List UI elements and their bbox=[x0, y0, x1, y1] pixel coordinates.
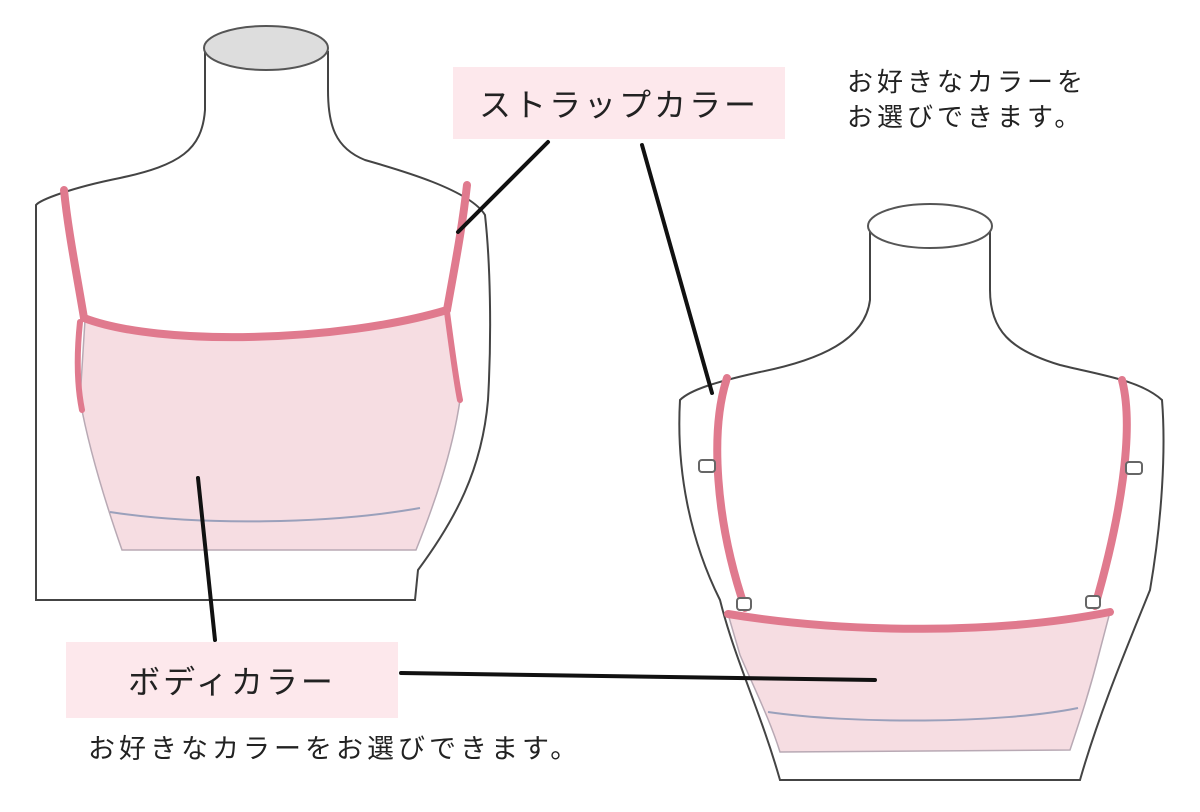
back-view-garment bbox=[698, 374, 1143, 753]
front-hem-seam bbox=[109, 507, 421, 523]
back-hem-seam bbox=[767, 707, 1079, 722]
front-neckline-trim bbox=[80, 306, 451, 342]
front-left-side-trim bbox=[74, 319, 85, 413]
front-neck-cap bbox=[203, 25, 329, 71]
front-left-strap bbox=[60, 186, 88, 322]
back-neck-cap bbox=[867, 203, 993, 249]
back-right-strap bbox=[1091, 376, 1131, 610]
note-top-line-1: お好きなカラーを bbox=[847, 68, 1088, 98]
front-body-panel bbox=[79, 311, 461, 551]
body-callout-line-back bbox=[399, 671, 877, 682]
front-view-garment bbox=[60, 181, 471, 551]
back-body-panel bbox=[726, 611, 1112, 753]
strap-color-label: ストラップカラー bbox=[453, 67, 785, 139]
strap-callout-line-front bbox=[456, 140, 550, 234]
back-left-strap bbox=[713, 374, 749, 612]
back-right-adjuster bbox=[1125, 461, 1143, 475]
body-callout-line-front bbox=[196, 476, 217, 642]
strap-callout-line-back bbox=[640, 143, 714, 395]
back-left-adjuster bbox=[698, 459, 716, 473]
back-left-hook bbox=[736, 597, 752, 611]
body-color-label: ボディカラー bbox=[66, 642, 398, 718]
note-top-line-2: お選びできます。 bbox=[847, 103, 1085, 134]
front-right-strap bbox=[443, 181, 471, 314]
callout-lines bbox=[196, 140, 877, 682]
color-choice-note-bottom: お好きなカラーをお選びできます。 bbox=[88, 734, 582, 765]
back-top-trim bbox=[724, 608, 1114, 633]
front-right-side-trim bbox=[444, 309, 463, 403]
back-right-hook bbox=[1085, 595, 1101, 609]
color-choice-note-top: お好きなカラーを お選びできます。 bbox=[847, 66, 1087, 136]
